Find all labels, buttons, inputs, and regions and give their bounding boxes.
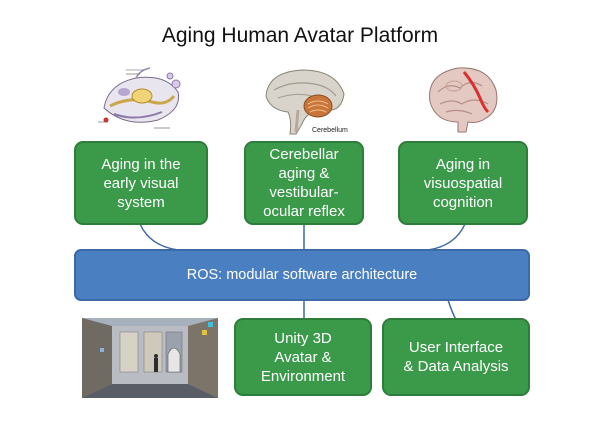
brain-cortex-icon	[429, 67, 498, 133]
module-visuospatial: Aging in visuospatial cognition	[398, 141, 528, 225]
connector-ui	[447, 299, 457, 321]
module-line: Environment	[260, 367, 346, 385]
module-line: User Interface	[408, 339, 504, 356]
ros-label: ROS: modular software architecture	[186, 267, 418, 283]
module-unity: Unity 3D Avatar & Environment	[234, 318, 372, 396]
cerebellum-caption: Cerebellum	[312, 127, 348, 134]
module-line: Aging in	[435, 155, 491, 173]
ros-bus: ROS: modular software architecture	[74, 249, 530, 301]
cerebellum-brain-icon: Cerebellum	[265, 69, 348, 135]
module-line: aging &	[278, 165, 330, 182]
module-line: vestibular-	[269, 184, 339, 201]
module-line: Cerebellar	[269, 146, 339, 163]
module-line: visuospatial	[423, 174, 503, 192]
module-line: Unity 3D	[274, 329, 332, 347]
module-cerebellar: Cerebellar aging & vestibular- ocular re…	[244, 141, 364, 225]
module-line: Avatar &	[274, 348, 332, 366]
module-line: Aging in the	[101, 155, 181, 173]
module-line: early visual	[103, 174, 179, 192]
module-line: & Data Analysis	[403, 358, 509, 375]
unity-3d-scene-icon	[82, 318, 218, 398]
connector-visual	[139, 223, 179, 251]
module-line: cognition	[432, 193, 494, 211]
diagram-title: Aging Human Avatar Platform	[161, 24, 439, 47]
module-line: system	[117, 193, 165, 211]
connector-visuospatial	[427, 223, 466, 251]
module-early-visual: Aging in the early visual system	[74, 141, 208, 225]
eye-anatomy-icon	[98, 67, 181, 129]
module-user-interface: User Interface & Data Analysis	[382, 318, 530, 396]
module-line: ocular reflex	[263, 203, 345, 220]
